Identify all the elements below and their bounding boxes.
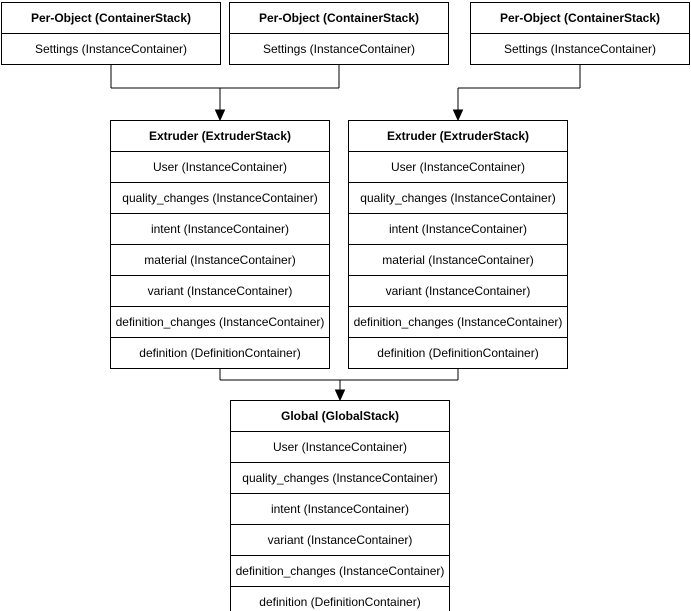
extruder-row-quality-changes: quality_changes (InstanceContainer) <box>111 182 329 213</box>
extruder-row-quality-changes: quality_changes (InstanceContainer) <box>349 182 567 213</box>
per-object-stack-2: Per-Object (ContainerStack) Settings (In… <box>229 2 449 65</box>
extruder-row-variant: variant (InstanceContainer) <box>111 275 329 306</box>
extruder-row-material: material (InstanceContainer) <box>349 244 567 275</box>
per-object-stack-1: Per-Object (ContainerStack) Settings (In… <box>1 2 221 65</box>
extruder-row-definition-changes: definition_changes (InstanceContainer) <box>349 306 567 337</box>
extruder-row-variant: variant (InstanceContainer) <box>349 275 567 306</box>
per-object-stack-title: Per-Object (ContainerStack) <box>30 11 192 25</box>
extruder-row-definition-changes: definition_changes (InstanceContainer) <box>111 306 329 337</box>
extruder-stack-title: Extruder (ExtruderStack) <box>386 129 530 143</box>
global-row-intent: intent (InstanceContainer) <box>231 493 449 524</box>
global-row-variant: variant (InstanceContainer) <box>231 524 449 555</box>
per-object-stack-3: Per-Object (ContainerStack) Settings (In… <box>470 2 690 65</box>
global-stack-title: Global (GlobalStack) <box>280 409 400 423</box>
per-object-row-settings: Settings (InstanceContainer) <box>471 33 689 64</box>
global-row-quality-changes: quality_changes (InstanceContainer) <box>231 462 449 493</box>
global-row-user: User (InstanceContainer) <box>231 431 449 462</box>
extruder-stack-title: Extruder (ExtruderStack) <box>148 129 292 143</box>
per-object-row-settings: Settings (InstanceContainer) <box>230 33 448 64</box>
extruder-row-intent: intent (InstanceContainer) <box>349 213 567 244</box>
global-stack: Global (GlobalStack) User (InstanceConta… <box>230 400 450 611</box>
connector-perobject-to-right-extruder <box>452 62 581 122</box>
extruder-row-definition: definition (DefinitionContainer) <box>349 337 567 368</box>
arrowhead-down-icon <box>452 109 464 122</box>
extruder-row-intent: intent (InstanceContainer) <box>111 213 329 244</box>
extruder-row-user: User (InstanceContainer) <box>349 151 567 182</box>
arrowhead-down-icon <box>334 389 346 402</box>
global-row-definition: definition (DefinitionContainer) <box>231 586 449 611</box>
per-object-row-settings: Settings (InstanceContainer) <box>2 33 220 64</box>
extruder-row-material: material (InstanceContainer) <box>111 244 329 275</box>
global-row-definition-changes: definition_changes (InstanceContainer) <box>231 555 449 586</box>
per-object-stack-title: Per-Object (ContainerStack) <box>258 11 420 25</box>
extruder-row-user: User (InstanceContainer) <box>111 151 329 182</box>
arrowhead-down-icon <box>214 109 226 122</box>
connector-perobject-to-left-extruder <box>110 62 340 122</box>
extruder-stack-1: Extruder (ExtruderStack) User (InstanceC… <box>110 120 330 369</box>
extruder-row-definition: definition (DefinitionContainer) <box>111 337 329 368</box>
per-object-stack-title: Per-Object (ContainerStack) <box>499 11 661 25</box>
extruder-stack-2: Extruder (ExtruderStack) User (InstanceC… <box>348 120 568 369</box>
